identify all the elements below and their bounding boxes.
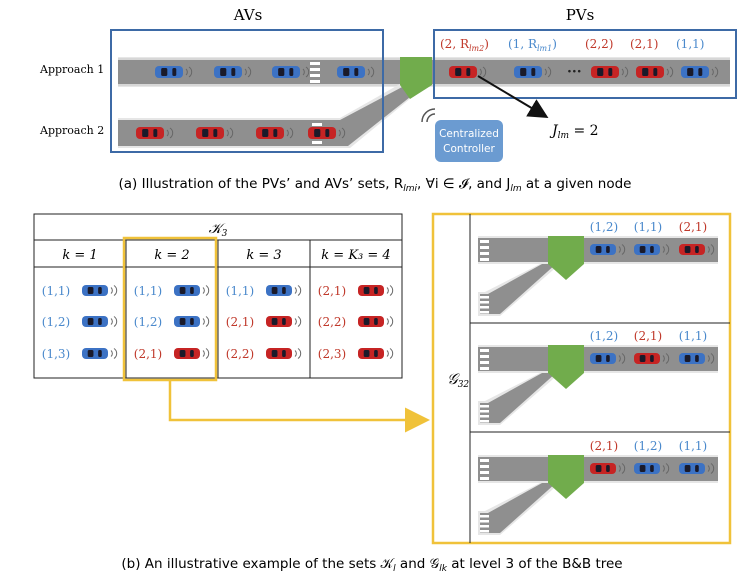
avs-box	[110, 29, 384, 153]
cell-car	[266, 316, 302, 327]
cell-label: (2,3)	[318, 347, 346, 361]
av-car-approach2	[256, 127, 294, 139]
pv-set-label: (1,1)	[676, 37, 704, 51]
cell-label: (2,1)	[226, 315, 254, 329]
cell-car	[266, 285, 302, 296]
cell-label: (1,2)	[42, 315, 70, 329]
pvs-label: PVs	[566, 6, 595, 24]
svg-text:Centralized: Centralized	[439, 128, 499, 140]
g-panel: (1,2) (2,1) (1,1)	[470, 329, 730, 433]
column-header: k = 3	[246, 248, 281, 263]
panel-label: (2,1)	[590, 439, 618, 453]
pv-car	[514, 66, 552, 78]
panel-label: (2,1)	[679, 220, 707, 234]
cell-label: (2,1)	[134, 347, 162, 361]
av-car-approach1	[337, 66, 375, 78]
pv-set-label: (2, Rlm2)	[440, 37, 489, 53]
jlm-arrow	[477, 75, 549, 119]
cell-label: (1,1)	[42, 284, 70, 298]
panel-car	[679, 244, 715, 255]
cell-label: (1,3)	[42, 347, 70, 361]
cell-car	[174, 348, 210, 359]
conflict-zone	[400, 57, 432, 99]
cell-car	[82, 285, 118, 296]
panel-car	[679, 353, 715, 364]
av-car-approach2	[136, 127, 174, 139]
pv-set-label: (2,1)	[630, 37, 658, 51]
g-panel: (1,2) (1,1) (2,1)	[470, 220, 730, 324]
svg-text:Controller: Controller	[443, 143, 495, 155]
g32-label: 𝒢32	[447, 370, 469, 390]
av-car-approach1	[155, 66, 193, 78]
av-car-approach2	[308, 127, 346, 139]
cell-label: (1,1)	[226, 284, 254, 298]
pv-set-label: (2,2)	[585, 37, 613, 51]
av-car-approach2	[196, 127, 234, 139]
panel-car	[634, 353, 670, 364]
pv-car	[636, 66, 674, 78]
cell-car	[82, 316, 118, 327]
pvs-box	[433, 29, 737, 99]
panel-car	[590, 463, 626, 474]
panel-label: (2,1)	[634, 329, 662, 343]
panel-label: (1,2)	[634, 439, 662, 453]
column-header: k = 2	[154, 248, 189, 263]
cell-car	[358, 316, 394, 327]
panel-car	[590, 353, 626, 364]
pv-car	[591, 66, 629, 78]
cell-car	[82, 348, 118, 359]
panel-label: (1,2)	[590, 220, 618, 234]
pv-car	[449, 66, 487, 78]
column-header: k = K₃ = 4	[321, 248, 390, 263]
panel-car	[634, 244, 670, 255]
centralized-controller: Centralized Controller	[421, 108, 503, 162]
part-a: AVs PVs Approach 1 Approach 2	[39, 6, 737, 194]
cell-car	[266, 348, 302, 359]
pv-car	[681, 66, 719, 78]
panel-car	[679, 463, 715, 474]
cell-car	[174, 316, 210, 327]
cell-car	[174, 285, 210, 296]
panel-car	[634, 463, 670, 474]
cell-car	[358, 348, 394, 359]
jlm-label: Jlm = 2	[549, 123, 599, 141]
panel-label: (1,2)	[590, 329, 618, 343]
panel-label: (1,1)	[634, 220, 662, 234]
caption-b: (b) An illustrative example of the sets …	[121, 556, 622, 574]
ellipsis: ···	[567, 64, 582, 80]
wifi-icon	[421, 108, 436, 123]
selection-arrow	[168, 380, 430, 433]
pv-labels: (2, Rlm2) (1, Rlm1) (2,2) (2,1) (1,1)	[440, 37, 704, 53]
cell-label: (2,1)	[318, 284, 346, 298]
cell-label: (1,2)	[134, 315, 162, 329]
column-header: k = 1	[62, 248, 97, 263]
av-car-approach1	[214, 66, 252, 78]
avs-label: AVs	[233, 6, 263, 24]
panel-car	[590, 244, 626, 255]
cell-car	[358, 285, 394, 296]
g32-box	[431, 212, 732, 545]
av-car-approach1	[272, 66, 310, 78]
approach-2-label: Approach 2	[39, 124, 104, 137]
cell-label: (1,1)	[134, 284, 162, 298]
pv-set-label: (1, Rlm1)	[508, 37, 557, 53]
g-panel: (2,1) (1,2) (1,1)	[478, 439, 718, 535]
panel-label: (1,1)	[679, 329, 707, 343]
cell-label: (2,2)	[226, 347, 254, 361]
caption-a: (a) Illustration of the PVs’ and AVs’ se…	[119, 176, 632, 194]
cell-label: (2,2)	[318, 315, 346, 329]
approach-1-label: Approach 1	[39, 63, 104, 76]
panel-label: (1,1)	[679, 439, 707, 453]
